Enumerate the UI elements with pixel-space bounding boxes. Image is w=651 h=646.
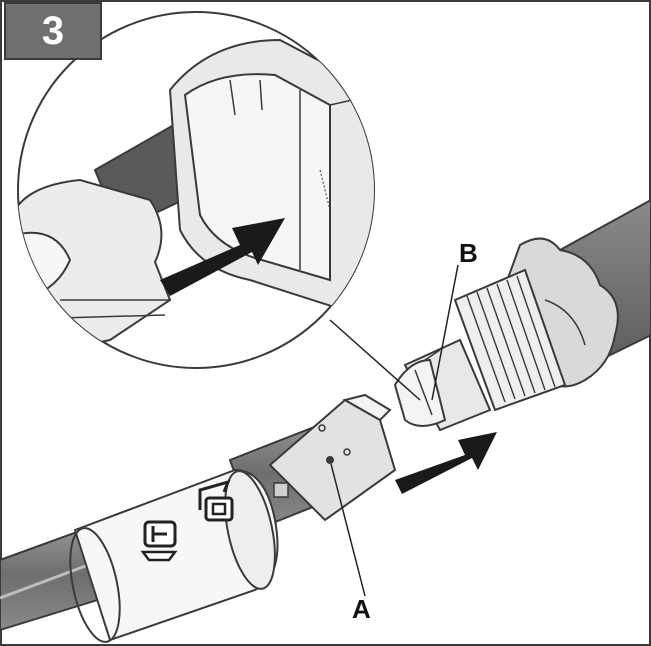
insert-direction-arrow-icon: [395, 432, 497, 494]
leader-line-b: [431, 264, 459, 401]
zoom-leader-line: [329, 319, 421, 401]
callout-label-a: A: [352, 594, 371, 624]
detail-insert-arrow-icon: [160, 218, 285, 296]
receiving-connector: [393, 338, 492, 432]
detail-magnifier: [17, 11, 375, 369]
latch-connector: [268, 393, 397, 522]
lock-icon: [140, 520, 178, 562]
step-number-badge: 3: [4, 2, 102, 60]
leader-line-a: [330, 463, 366, 597]
unlock-icon: [198, 479, 234, 522]
threaded-coupling: [453, 268, 567, 412]
callout-label-b: B: [459, 238, 478, 268]
